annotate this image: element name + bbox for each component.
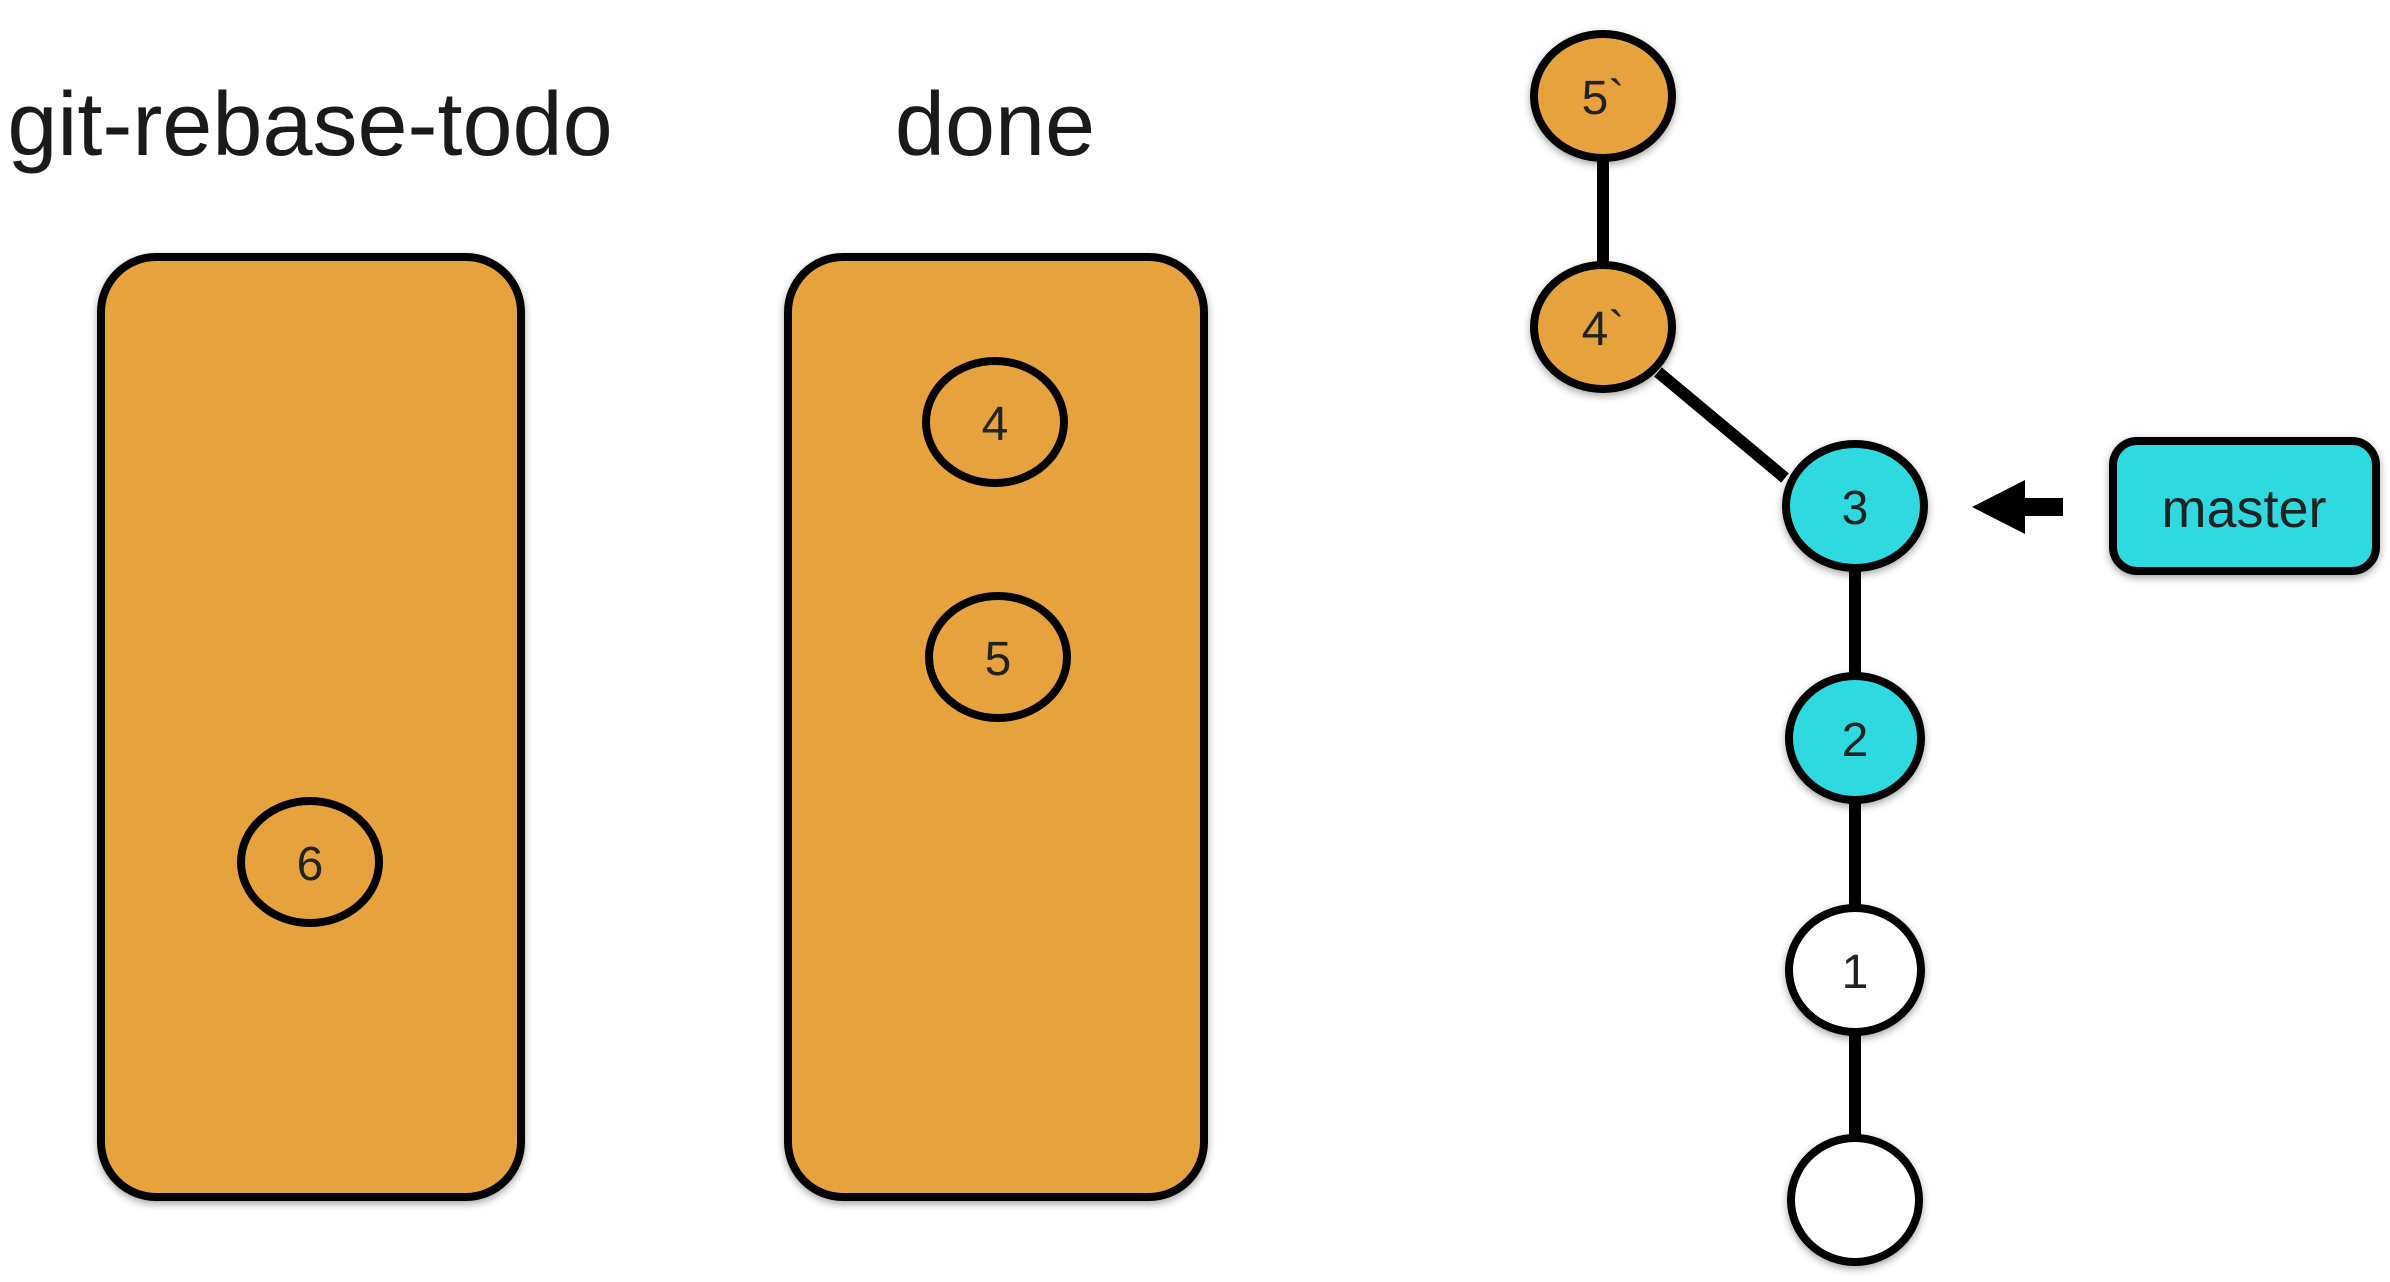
commit-label: 5` [1582, 72, 1625, 125]
done-item-circle [925, 592, 1071, 722]
commit-label: 3 [1842, 482, 1869, 535]
commit-label: 4` [1582, 303, 1625, 356]
commit-circle [1785, 672, 1925, 804]
arrow-shaft [2015, 498, 2063, 516]
todo-heading: git-rebase-todo [7, 75, 612, 175]
done-item: 5 [925, 592, 1071, 722]
commit-circle [1530, 30, 1676, 162]
edge-4p-3 [1654, 367, 1789, 483]
commit-graph-edges [1597, 158, 1861, 1138]
todo-item: 6 [237, 797, 383, 927]
commit-circle [1530, 261, 1676, 393]
done-item-circle [922, 357, 1068, 487]
branch-label-box [2109, 437, 2380, 575]
commit-graph-nodes: 1 2 3 4` 5` [1530, 30, 1928, 1266]
todo-item-circle [237, 797, 383, 927]
commit-node: 3 [1782, 440, 1928, 572]
commit-circle [1782, 440, 1928, 572]
done-item: 4 [922, 357, 1068, 487]
commit-circle [1785, 904, 1925, 1036]
todo-list: 6 [97, 253, 525, 1201]
arrow-head [1972, 480, 2025, 534]
branch-pointer-arrow [1972, 480, 2063, 534]
commit-label: 1 [1842, 946, 1869, 999]
done-list: 4 5 [784, 253, 1208, 1201]
branch-master: master [2109, 437, 2380, 575]
done-item-label: 5 [985, 633, 1012, 686]
commit-label: 2 [1842, 714, 1869, 767]
todo-item-label: 6 [297, 838, 324, 891]
commit-node: 2 [1785, 672, 1925, 804]
commit-node: 1 [1785, 904, 1925, 1036]
todo-list-box [97, 253, 525, 1201]
commit-circle [1787, 1134, 1923, 1266]
commit-node: 5` [1530, 30, 1676, 162]
branch-label-text: master [2161, 479, 2326, 539]
done-item-label: 4 [982, 398, 1009, 451]
done-list-box [784, 253, 1208, 1201]
commit-node: 4` [1530, 261, 1676, 393]
commit-node [1787, 1134, 1923, 1266]
done-heading: done [895, 75, 1095, 175]
